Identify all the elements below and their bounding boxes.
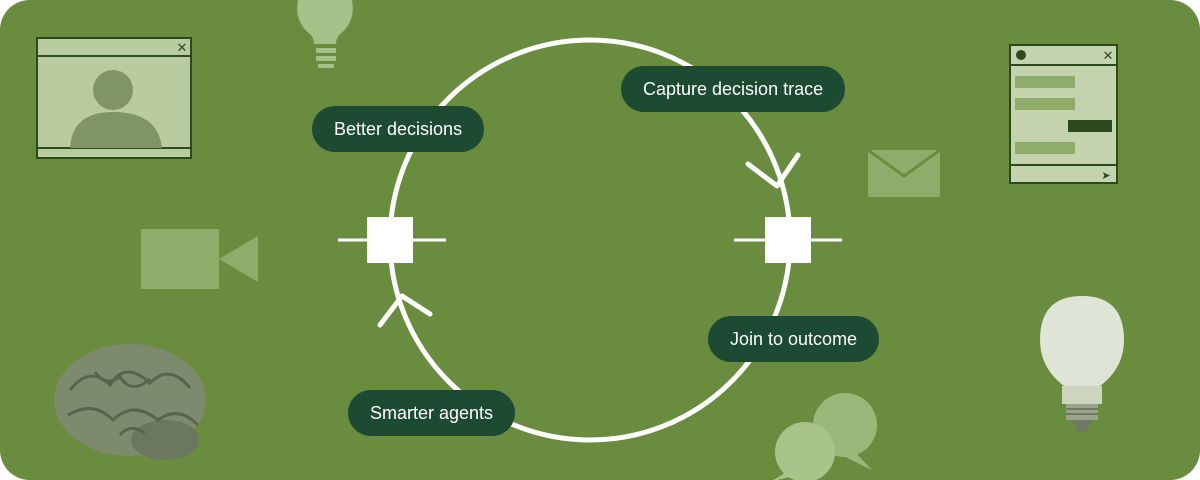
close-icon: ✕ [177,41,188,56]
junction-node-left [338,217,446,263]
lightbulb-outline-icon [297,0,353,68]
envelope-icon [868,150,940,197]
step-smarter-agents: Smarter agents [348,390,515,436]
chat-bubbles-icon [770,393,877,480]
send-icon: ➤ [1101,169,1110,182]
lightbulb-icon [1040,296,1124,432]
step-capture-decision-trace: Capture decision trace [621,66,845,112]
step-join-to-outcome: Join to outcome [708,316,879,362]
brain-icon [54,344,206,460]
video-window-person-icon: ✕ [37,38,191,158]
video-camera-icon [141,229,258,289]
chat-window-icon: ✕ ➤ [1010,45,1117,183]
junction-node-right [734,217,842,263]
close-icon: ✕ [1103,49,1114,64]
step-better-decisions: Better decisions [312,106,484,152]
